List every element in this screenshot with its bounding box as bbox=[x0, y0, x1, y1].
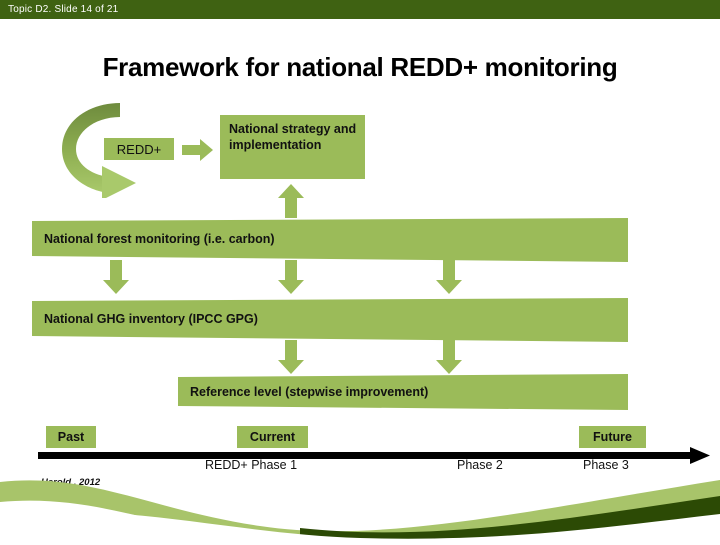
national-strategy-box: National strategy and implementation bbox=[220, 115, 365, 179]
down-arrow-icon bbox=[436, 260, 462, 294]
bar-national-ghg-inventory: National GHG inventory (IPCC GPG) bbox=[32, 298, 628, 342]
bar-label: National GHG inventory (IPCC GPG) bbox=[44, 312, 258, 326]
down-arrow-icon bbox=[278, 340, 304, 374]
timeline-phase-3: Phase 3 bbox=[583, 458, 629, 472]
down-arrow-icon bbox=[103, 260, 129, 294]
page-title: Framework for national REDD+ monitoring bbox=[102, 52, 618, 82]
decorative-wave-graphic bbox=[0, 476, 720, 545]
bar-label: National forest monitoring (i.e. carbon) bbox=[44, 232, 275, 246]
bar-reference-level: Reference level (stepwise improvement) bbox=[178, 374, 628, 410]
timeline-tag-current: Current bbox=[237, 426, 308, 448]
slide-header-bar: Topic D2. Slide 14 of 21 bbox=[0, 0, 720, 19]
timeline-tag-past: Past bbox=[46, 426, 96, 448]
timeline-phase-1: REDD+ Phase 1 bbox=[205, 458, 298, 472]
citation-text: Herold , 2012 bbox=[41, 477, 101, 488]
redd-plus-box: REDD+ bbox=[104, 138, 174, 160]
bar-national-forest-monitoring: National forest monitoring (i.e. carbon) bbox=[32, 218, 628, 262]
bar-label: Reference level (stepwise improvement) bbox=[190, 385, 429, 399]
timeline-axis-arrow-icon bbox=[38, 447, 710, 467]
slide-breadcrumb: Topic D2. Slide 14 of 21 bbox=[8, 4, 119, 15]
down-arrow-icon bbox=[436, 340, 462, 374]
timeline-tag-future: Future bbox=[579, 426, 646, 448]
up-arrow-icon bbox=[278, 184, 304, 218]
curved-loop-arrow-icon bbox=[58, 100, 148, 200]
down-arrow-icon bbox=[278, 260, 304, 294]
timeline-phase-2: Phase 2 bbox=[457, 458, 503, 472]
right-arrow-icon bbox=[182, 138, 214, 162]
